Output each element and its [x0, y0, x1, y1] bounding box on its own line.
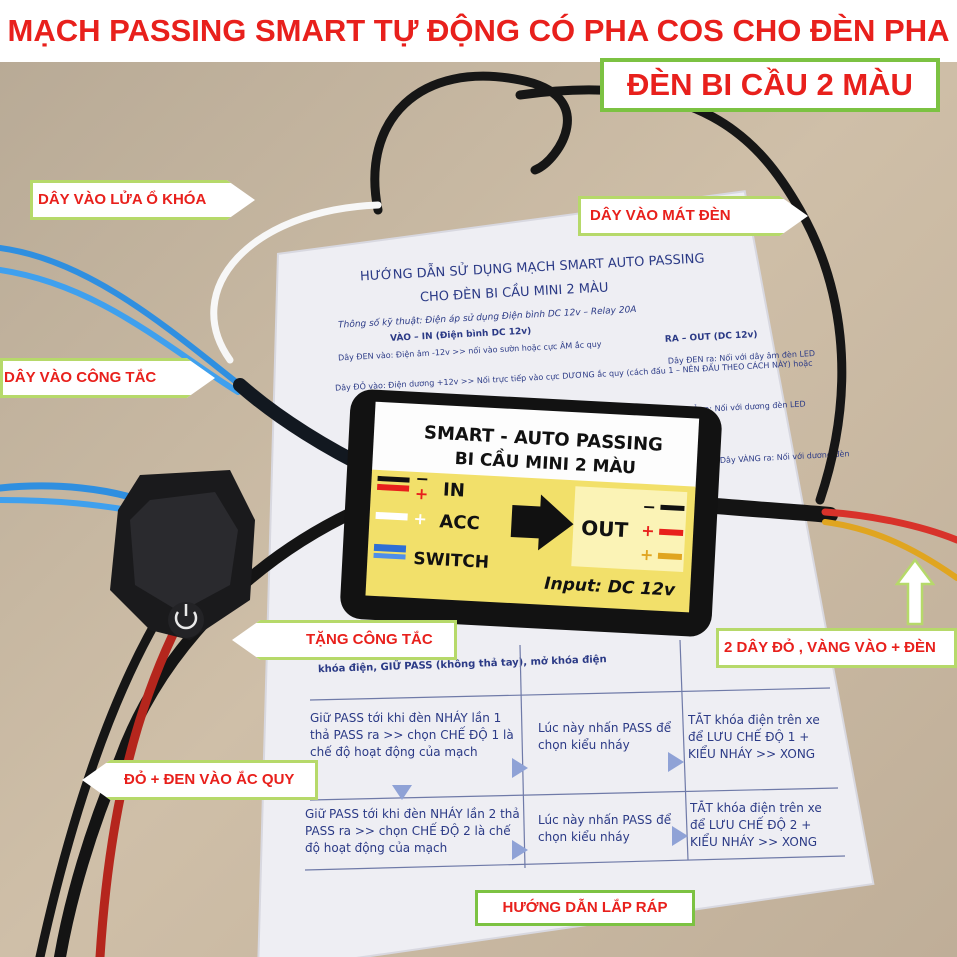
module-out-plus-red: +	[641, 521, 655, 541]
callout-lamp-ground: DÂY VÀO MÁT ĐÈN	[578, 196, 808, 236]
callout-battery: ĐỎ + ĐEN VÀO ẮC QUY	[82, 760, 318, 800]
module-out-label: OUT	[581, 516, 629, 542]
module-label-top	[371, 401, 700, 489]
callout-gift-switch: TẶNG CÔNG TẮC	[232, 620, 457, 660]
power-icon	[174, 611, 198, 630]
module-direction-arrow	[510, 494, 574, 551]
rocker-switch	[110, 470, 255, 640]
callout-switch-wire: DÂY VÀO CÔNG TẮC	[0, 358, 215, 398]
yellow-lamp-wire	[822, 519, 957, 581]
callout-gift-switch-text: TẶNG CÔNG TẮC	[306, 631, 433, 648]
cell-row1-mid: Lúc này nhấn PASS để chọn kiểu nháy	[538, 721, 672, 752]
blue-wire-2	[0, 267, 241, 395]
manual-col-out: RA – OUT (DC 12v)	[665, 330, 758, 345]
wires	[0, 71, 957, 957]
cell-row1-left: Giữ PASS tới khi đèn NHÁY lần 1 thả PASS…	[310, 711, 514, 759]
callout-lamp-wires: 2 DÂY ĐỎ , VÀNG VÀO + ĐÈN	[716, 628, 957, 668]
manual-table-cells: Giữ PASS tới khi đèn NHÁY lần 1 thả PASS…	[305, 711, 822, 855]
blue-wire-1	[0, 245, 243, 388]
module-acc-plus: +	[413, 509, 427, 529]
manual-table-grid	[304, 639, 846, 871]
controller-module: SMART - AUTO PASSING BI CẦU MINI 2 MÀU −…	[340, 389, 722, 637]
callout-battery-text: ĐỎ + ĐEN VÀO ẮC QUY	[124, 771, 295, 788]
module-acc-label: ACC	[439, 511, 480, 534]
black-sleeve-down	[54, 504, 364, 957]
red-lamp-wire	[821, 508, 957, 544]
red-battery-wire	[95, 615, 185, 957]
callout-lamp-wires-text: 2 DÂY ĐỎ , VÀNG VÀO + ĐÈN	[724, 639, 936, 656]
module-in-plus: +	[414, 484, 428, 504]
white-wire	[210, 201, 382, 364]
cell-row2-left: Giữ PASS tới khi đèn NHÁY lần 2 thả PASS…	[305, 807, 520, 855]
sleeve-right	[697, 497, 838, 523]
cell-row2-right: TẮT khóa điện trên xe để LƯU CHẾ ĐỘ 2 + …	[690, 801, 822, 849]
callout-ignition: DÂY VÀO LỬA Ổ KHÓA	[30, 180, 255, 220]
module-switch-label: SWITCH	[413, 549, 490, 573]
page-title: MẠCH PASSING SMART TỰ ĐỘNG CÓ PHA COS CH…	[0, 0, 957, 62]
up-arrow-icon	[895, 558, 935, 626]
callout-lamp-ground-text: DÂY VÀO MÁT ĐÈN	[590, 207, 731, 224]
cell-row2-mid: Lúc này nhấn PASS để chọn kiểu nháy	[538, 813, 672, 844]
module-in-label: IN	[443, 479, 466, 501]
black-wire-loop	[370, 71, 572, 215]
page-subtitle: ĐÈN BI CẦU 2 MÀU	[600, 58, 940, 112]
module-out-minus: −	[642, 497, 656, 517]
module-in-minus: −	[415, 469, 429, 489]
callout-switch-wire-text: DÂY VÀO CÔNG TẮC	[4, 369, 157, 386]
cell-row1-right: TẮT khóa điện trên xe để LƯU CHẾ ĐỘ 1 + …	[688, 713, 820, 761]
module-out-plus-yellow: +	[639, 545, 653, 565]
callout-ignition-text: DÂY VÀO LỬA Ổ KHÓA	[38, 191, 207, 208]
table-flow-arrows	[392, 752, 688, 860]
black-battery-wire	[35, 610, 165, 957]
install-guide-label: HƯỚNG DẪN LẮP RÁP	[475, 890, 695, 926]
